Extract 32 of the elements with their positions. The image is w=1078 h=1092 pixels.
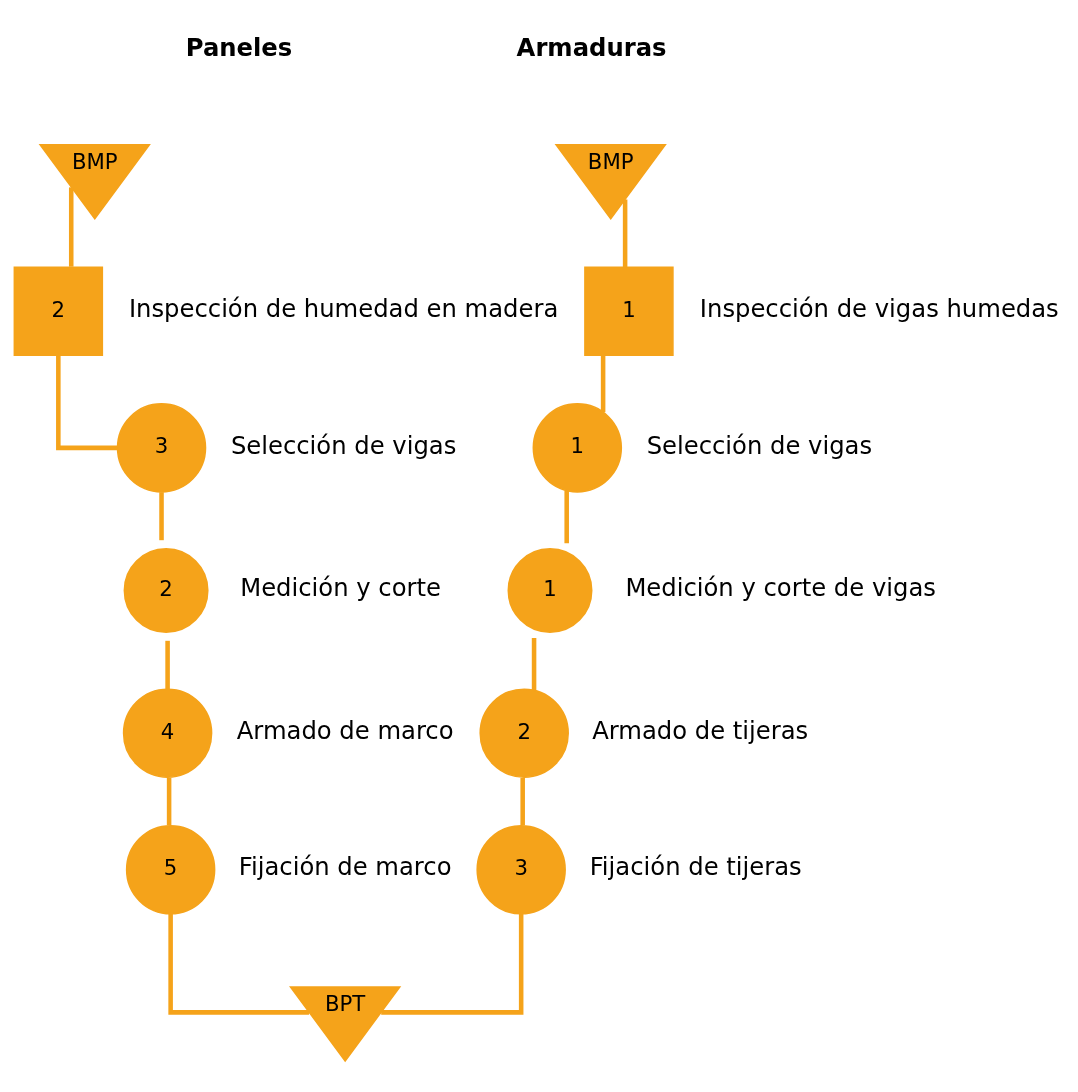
node-label: Medición y corte de vigas bbox=[625, 572, 936, 602]
node-circle: 1 bbox=[532, 402, 623, 493]
label: Paneles bbox=[185, 32, 293, 62]
connector bbox=[68, 186, 74, 267]
label: Armaduras bbox=[516, 32, 667, 62]
node-circle: 5 bbox=[125, 824, 216, 914]
node-label: Armado de marco bbox=[236, 715, 454, 745]
node-circle: 3 bbox=[116, 402, 207, 493]
connector bbox=[166, 777, 172, 825]
node-label: Selección de vigas bbox=[646, 430, 873, 460]
connector bbox=[520, 777, 525, 825]
node-label: Fijación de marco bbox=[238, 851, 452, 881]
connector bbox=[56, 355, 118, 450]
node-label: Inspección de humedad en madera bbox=[128, 293, 559, 323]
node-label: Selección de vigas bbox=[230, 430, 457, 460]
node-label: Medición y corte bbox=[240, 572, 441, 602]
connector bbox=[165, 640, 170, 689]
node-box: 2 bbox=[13, 266, 104, 356]
connector bbox=[159, 491, 164, 540]
node-circle: 2 bbox=[479, 687, 569, 778]
connector bbox=[168, 913, 309, 1015]
connector bbox=[600, 355, 606, 412]
node-label: Inspección de vigas humedas bbox=[699, 293, 1059, 323]
node-circle: 3 bbox=[476, 824, 566, 914]
node-label: Fijación de tijeras bbox=[589, 851, 802, 881]
node-box: 1 bbox=[584, 266, 674, 356]
connector bbox=[564, 490, 569, 543]
connector bbox=[381, 913, 524, 1015]
connector bbox=[531, 637, 537, 690]
node-label: Armado de tijeras bbox=[592, 715, 809, 745]
connector bbox=[622, 199, 628, 267]
node-circle: 4 bbox=[122, 687, 213, 778]
